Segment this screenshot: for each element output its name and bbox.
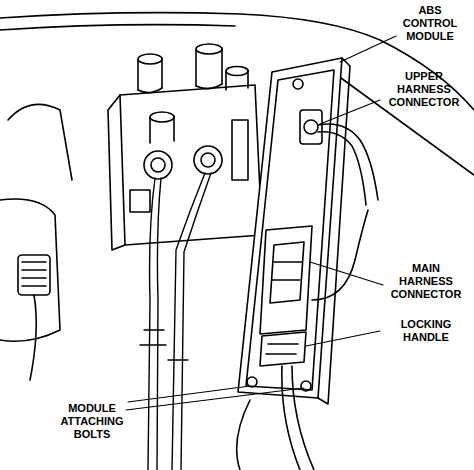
callout-label: UPPER HARNESS CONNECTOR [386,70,462,109]
harness-wires [237,210,368,470]
upper-harness-connector [300,110,378,205]
leader-lines [126,36,396,410]
body-outline [0,25,235,30]
main-harness-connector [260,226,312,334]
brake-lines [140,173,211,470]
wire [30,295,36,380]
side-connector [18,255,50,295]
fender-edge [330,70,474,175]
callout-label: ABS CONTROL MODULE [399,4,461,43]
reservoir [0,199,60,341]
brake-fittings [130,120,248,212]
callout-label: MAIN HARNESS CONNECTOR [388,262,464,301]
connector-ribs [22,262,46,286]
abs-module-housing [238,58,342,398]
modulator-block [120,85,262,245]
callout-label: LOCKING HANDLE [395,318,457,344]
abs-module-cover [246,70,334,390]
modulator-side [108,95,125,250]
callout-label: MODULE ATTACHING BOLTS [52,402,132,441]
reservoir-cap [8,104,72,180]
locking-handle [260,332,306,366]
